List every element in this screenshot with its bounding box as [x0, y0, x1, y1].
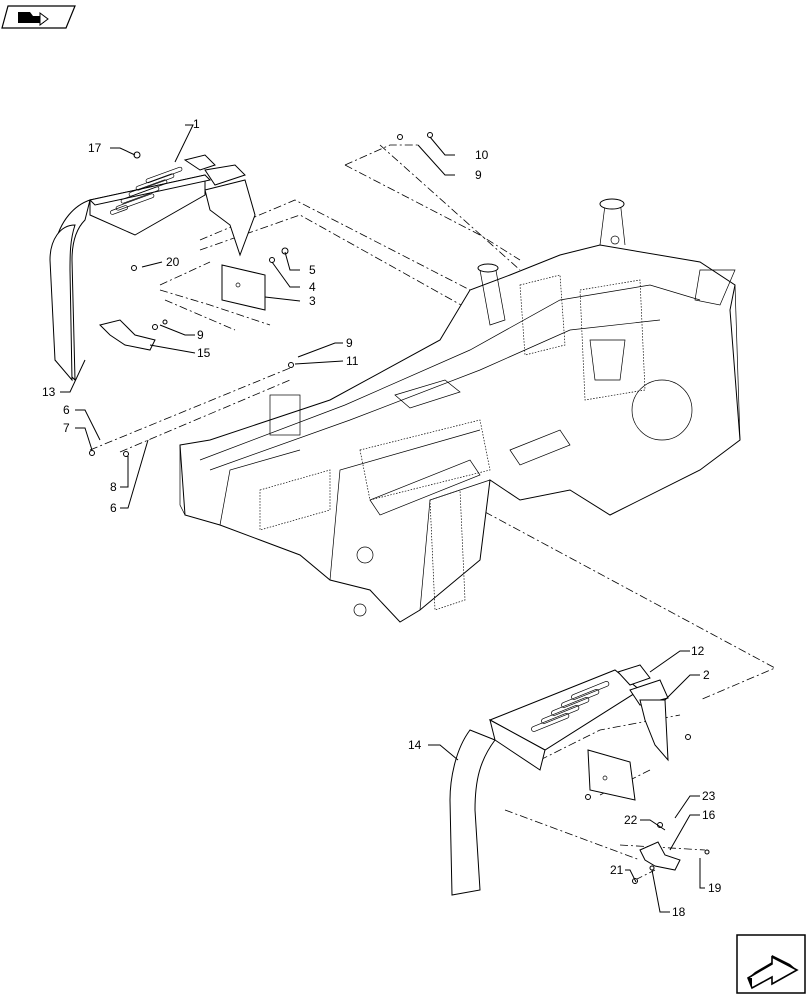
callout-20: 20: [166, 255, 180, 269]
arrow-next-icon[interactable]: [736, 934, 806, 994]
callout-labels: 1 17 10 9 20 5 4 3 9 15 9 11 13 6 7 8 6 …: [42, 117, 722, 919]
callout-18: 18: [672, 905, 686, 919]
callout-1: 1: [193, 117, 200, 131]
book-open-icon[interactable]: [1, 5, 76, 29]
callout-4: 4: [309, 280, 316, 294]
callout-14: 14: [408, 738, 422, 752]
callout-19: 19: [708, 881, 722, 895]
callout-10: 10: [475, 148, 489, 162]
left-fender: [49, 154, 256, 382]
leader-lines: [60, 124, 705, 913]
left-bracket-plate: [221, 264, 266, 311]
callout-13: 13: [42, 385, 56, 399]
callout-5: 5: [309, 263, 316, 277]
callout-2: 2: [703, 668, 710, 682]
left-fender-slots: [110, 166, 183, 215]
callout-15: 15: [197, 346, 211, 360]
callout-8: 8: [110, 480, 117, 494]
callout-6: 6: [110, 501, 117, 515]
right-fender: [449, 664, 681, 896]
callout-9: 9: [346, 336, 353, 350]
callout-12: 12: [691, 644, 705, 658]
callout-6: 6: [63, 403, 70, 417]
chassis-frame: [179, 198, 741, 623]
right-fender-slots: [531, 681, 610, 732]
callout-17: 17: [88, 141, 102, 155]
assembly-lines: [89, 144, 776, 881]
callout-3: 3: [309, 294, 316, 308]
callout-21: 21: [610, 863, 624, 877]
left-small-bracket: [99, 319, 156, 351]
fasteners: [89, 132, 710, 884]
callout-11: 11: [346, 354, 359, 368]
callout-9: 9: [475, 168, 482, 182]
callout-7: 7: [63, 421, 70, 435]
callout-16: 16: [702, 808, 716, 822]
callout-9: 9: [197, 328, 204, 342]
callout-22: 22: [624, 813, 638, 827]
callout-23: 23: [702, 789, 716, 803]
